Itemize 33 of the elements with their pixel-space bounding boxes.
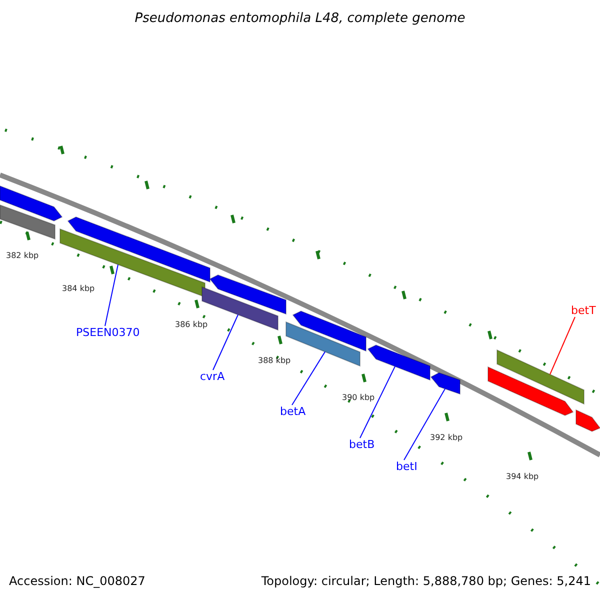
leader-line	[104, 264, 118, 326]
scale-label: 390 kbp	[342, 392, 375, 404]
gene-feature	[209, 274, 286, 315]
gene-feature	[430, 372, 460, 395]
gene-label: betI	[396, 460, 418, 473]
gene-label: betA	[280, 405, 306, 418]
gene-bar	[496, 349, 584, 405]
scale-label: 384 kbp	[62, 283, 95, 295]
scale-label: 394 kbp	[506, 471, 539, 483]
gene-label: PSEEN0370	[76, 326, 140, 339]
gene-feature	[367, 344, 430, 381]
leader-line	[360, 366, 396, 438]
leader-line	[212, 314, 238, 370]
genome-info-text: Topology: circular; Length: 5,888,780 bp; Genes: 5,241	[261, 575, 591, 588]
gene-feature	[0, 185, 63, 222]
gene-bar	[60, 228, 206, 298]
title: Pseudomonas entomophila L48, complete genome	[134, 11, 466, 27]
gene-feature	[292, 310, 366, 352]
gene-label: cvrA	[200, 370, 225, 383]
leader-line	[404, 388, 446, 460]
gene-label: betB	[349, 438, 375, 451]
gene-feature	[67, 216, 210, 283]
scale-label: 382 kbp	[6, 250, 39, 262]
gene-label: betT	[571, 304, 596, 317]
scale-label: 386 kbp	[175, 319, 208, 331]
gene-bar	[0, 204, 56, 240]
leader-line	[550, 316, 576, 375]
scale-label: 388 kbp	[258, 355, 291, 367]
gene-feature	[488, 366, 574, 416]
scale-label: 392 kbp	[430, 432, 463, 444]
accession-text: Accession: NC_008027	[9, 575, 146, 588]
gene-feature	[576, 409, 600, 432]
leader-line	[292, 351, 326, 406]
